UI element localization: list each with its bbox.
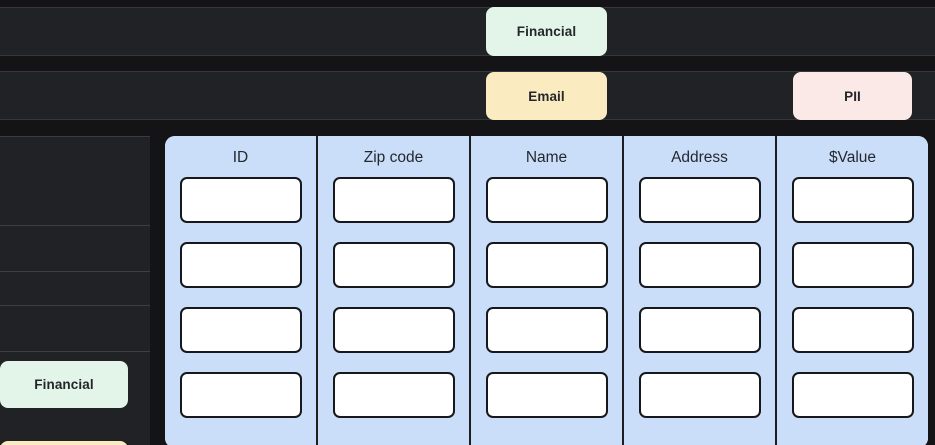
column-header-zip-code: Zip code	[363, 149, 424, 166]
sidebar-band-2	[0, 305, 150, 352]
column-cells-id	[165, 177, 316, 418]
column-header-id: ID	[232, 149, 249, 166]
table-cell[interactable]	[638, 242, 761, 288]
tag-pii-row2[interactable]: PII	[793, 72, 912, 120]
table-cell[interactable]	[485, 177, 608, 223]
table-cell[interactable]	[179, 177, 302, 223]
table-cell[interactable]	[638, 372, 761, 418]
column-header-address: Address	[671, 149, 728, 166]
table-column-value: $Value	[775, 136, 928, 445]
column-cells-name	[471, 177, 622, 418]
tag-financial-row1[interactable]: Financial	[486, 7, 607, 56]
tag-email-row2[interactable]: Email	[486, 72, 607, 120]
table-cell[interactable]	[791, 177, 914, 223]
data-table: ID Zip code Name	[165, 136, 928, 445]
table-cell[interactable]	[791, 307, 914, 353]
column-cells-address	[624, 177, 775, 418]
column-cells-zip-code	[318, 177, 469, 418]
table-cell[interactable]	[638, 177, 761, 223]
table-column-name: Name	[469, 136, 622, 445]
table-column-id: ID	[165, 136, 316, 445]
table-cell[interactable]	[791, 372, 914, 418]
column-header-value: $Value	[828, 149, 877, 166]
table-cell[interactable]	[332, 372, 455, 418]
sidebar: Financial Email	[0, 136, 150, 445]
table-cell[interactable]	[332, 177, 455, 223]
table-cell[interactable]	[485, 242, 608, 288]
column-header-name: Name	[525, 149, 568, 166]
table-cell[interactable]	[179, 372, 302, 418]
table-cell[interactable]	[179, 307, 302, 353]
tag-row-2	[0, 71, 935, 120]
table-cell[interactable]	[179, 242, 302, 288]
sidebar-tag-email[interactable]: Email	[0, 441, 128, 445]
table-cell[interactable]	[638, 307, 761, 353]
table-column-address: Address	[622, 136, 775, 445]
table-cell[interactable]	[332, 242, 455, 288]
table-cell[interactable]	[332, 307, 455, 353]
tag-row-1	[0, 7, 935, 56]
table-cell[interactable]	[791, 242, 914, 288]
table-cell[interactable]	[485, 307, 608, 353]
sidebar-band-1	[0, 225, 150, 272]
sidebar-tag-financial[interactable]: Financial	[0, 361, 128, 408]
table-column-zip-code: Zip code	[316, 136, 469, 445]
table-cell[interactable]	[485, 372, 608, 418]
column-cells-value	[777, 177, 928, 418]
